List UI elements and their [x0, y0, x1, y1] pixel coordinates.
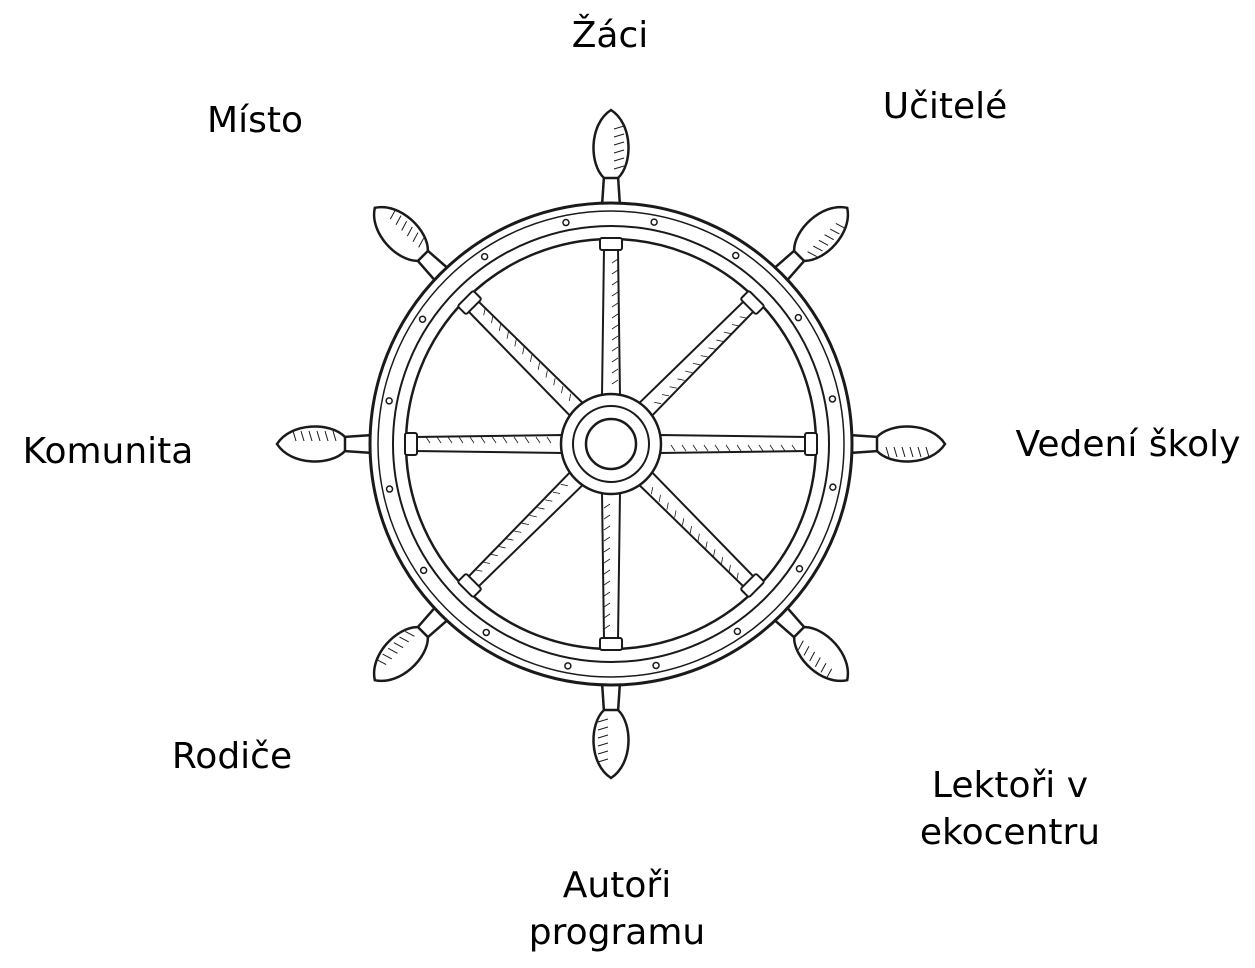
label-autori-line-1: Autoři	[529, 862, 705, 909]
wheel-spoke	[600, 492, 622, 650]
rim-rivet	[830, 484, 836, 490]
label-komunita-text: Komunita	[23, 428, 194, 475]
label-zaci-text: Žáci	[572, 12, 649, 59]
rim-rivet	[795, 315, 801, 321]
wheel-spoke	[600, 238, 622, 396]
label-vedeni-skoly-text: Vedení školy	[1016, 421, 1241, 468]
rim-rivet	[420, 316, 426, 322]
rim-rivet	[734, 628, 740, 634]
wheel-spoke	[405, 433, 563, 455]
rim-rivet	[483, 629, 489, 635]
label-komunita: Komunita	[23, 428, 194, 475]
rim-rivet	[563, 220, 569, 226]
rim-rivet	[733, 253, 739, 259]
rim-rivet	[421, 567, 427, 573]
label-autori-line-2: programu	[529, 909, 705, 956]
rim-rivet	[829, 396, 835, 402]
label-lektori: Lektoři v ekocentru	[920, 762, 1100, 856]
label-rodice: Rodiče	[172, 733, 292, 780]
rim-rivet	[796, 566, 802, 572]
rim-rivet	[482, 254, 488, 260]
rim-rivet	[651, 219, 657, 225]
label-ucitele-text: Učitelé	[883, 83, 1008, 130]
label-rodice-text: Rodiče	[172, 733, 292, 780]
label-vedeni-skoly: Vedení školy	[1016, 421, 1241, 468]
hub-center	[586, 419, 636, 469]
rim-rivet	[565, 663, 571, 669]
label-misto: Místo	[207, 97, 303, 144]
label-ucitele: Učitelé	[883, 83, 1008, 130]
wheel-spoke	[659, 433, 817, 455]
label-zaci: Žáci	[572, 12, 649, 59]
rim-rivet	[653, 662, 659, 668]
label-autori: Autoři programu	[529, 862, 705, 956]
rim-rivet	[387, 486, 393, 492]
wheel-hub	[561, 394, 661, 494]
label-lektori-line-2: ekocentru	[920, 809, 1100, 856]
rim-rivet	[386, 398, 392, 404]
label-lektori-line-1: Lektoři v	[920, 762, 1100, 809]
label-misto-text: Místo	[207, 97, 303, 144]
